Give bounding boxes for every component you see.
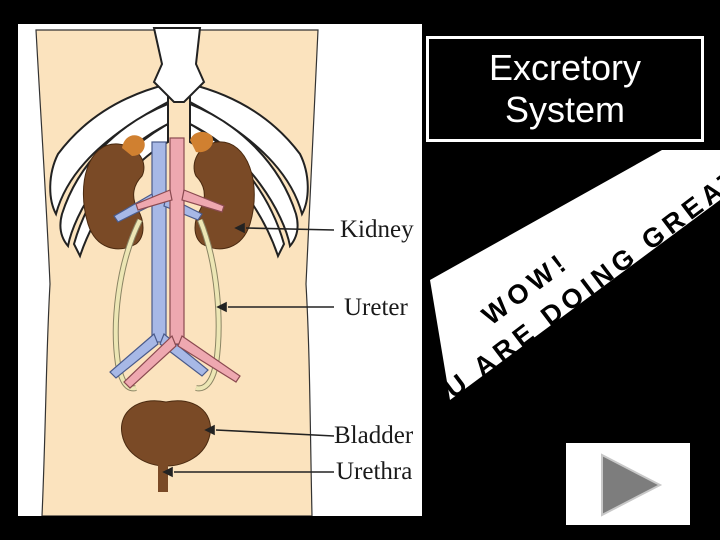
encouragement-banner: WOW! YOU ARE DOING GREAT!	[430, 150, 720, 420]
play-triangle-icon	[601, 453, 663, 517]
right-ureter-fill	[195, 219, 221, 391]
banner-graphic: WOW! YOU ARE DOING GREAT!	[430, 150, 720, 420]
ureter-label: Ureter	[344, 294, 408, 321]
right-adrenal-gland	[190, 131, 214, 153]
banner-shape	[430, 150, 720, 400]
slide-title: Excretory System	[488, 47, 642, 130]
title-box: Excretory System	[426, 36, 704, 142]
left-kidney	[82, 143, 145, 250]
anatomy-illustration	[35, 27, 335, 516]
kidney-label: Kidney	[340, 216, 414, 243]
urethra-label: Urethra	[336, 458, 413, 485]
right-kidney	[193, 141, 255, 250]
label-pointers	[162, 222, 335, 478]
sternum	[152, 27, 206, 103]
excretory-system-diagram: Kidney Ureter Bladder Urethra	[18, 24, 422, 516]
urethra	[158, 462, 168, 492]
play-button[interactable]	[566, 443, 690, 525]
vena-cava	[109, 141, 209, 379]
left-adrenal-gland	[122, 135, 145, 156]
bladder-label: Bladder	[334, 422, 414, 449]
aorta	[123, 137, 241, 389]
